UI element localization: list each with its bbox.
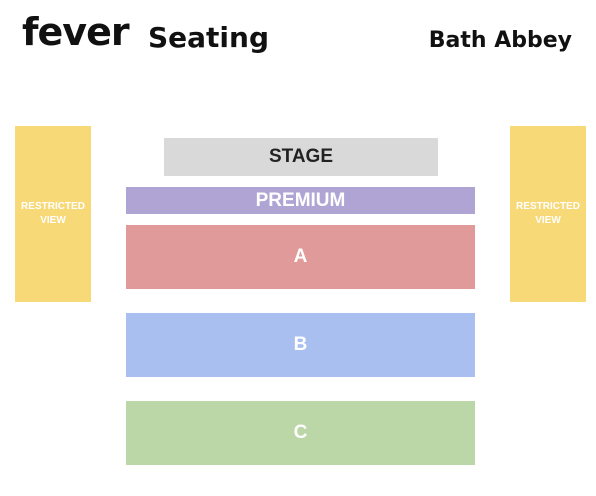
section-c[interactable]: C [126,401,475,465]
restricted-right-line2: VIEW [535,215,561,226]
premium-label: PREMIUM [255,189,346,211]
premium-section[interactable]: PREMIUM [126,187,475,214]
stage-label: STAGE [268,146,334,167]
restricted-left-line2: VIEW [40,215,66,226]
restricted-view-right[interactable]: RESTRICTED VIEW [510,126,586,302]
stage-area: STAGE [164,138,438,176]
section-a[interactable]: A [126,225,475,289]
section-b-label: B [293,334,308,355]
section-c-label: C [293,422,308,443]
section-a-label: A [293,246,308,267]
restricted-view-left[interactable]: RESTRICTED VIEW [15,126,91,302]
fever-logo: fever [22,10,130,54]
page-title: Seating [148,21,270,54]
section-b[interactable]: B [126,313,475,377]
restricted-right-line1: RESTRICTED [516,201,580,212]
header: fever Seating Bath Abbey [0,0,596,80]
restricted-left-line1: RESTRICTED [21,201,85,212]
venue-name: Bath Abbey [428,28,572,53]
